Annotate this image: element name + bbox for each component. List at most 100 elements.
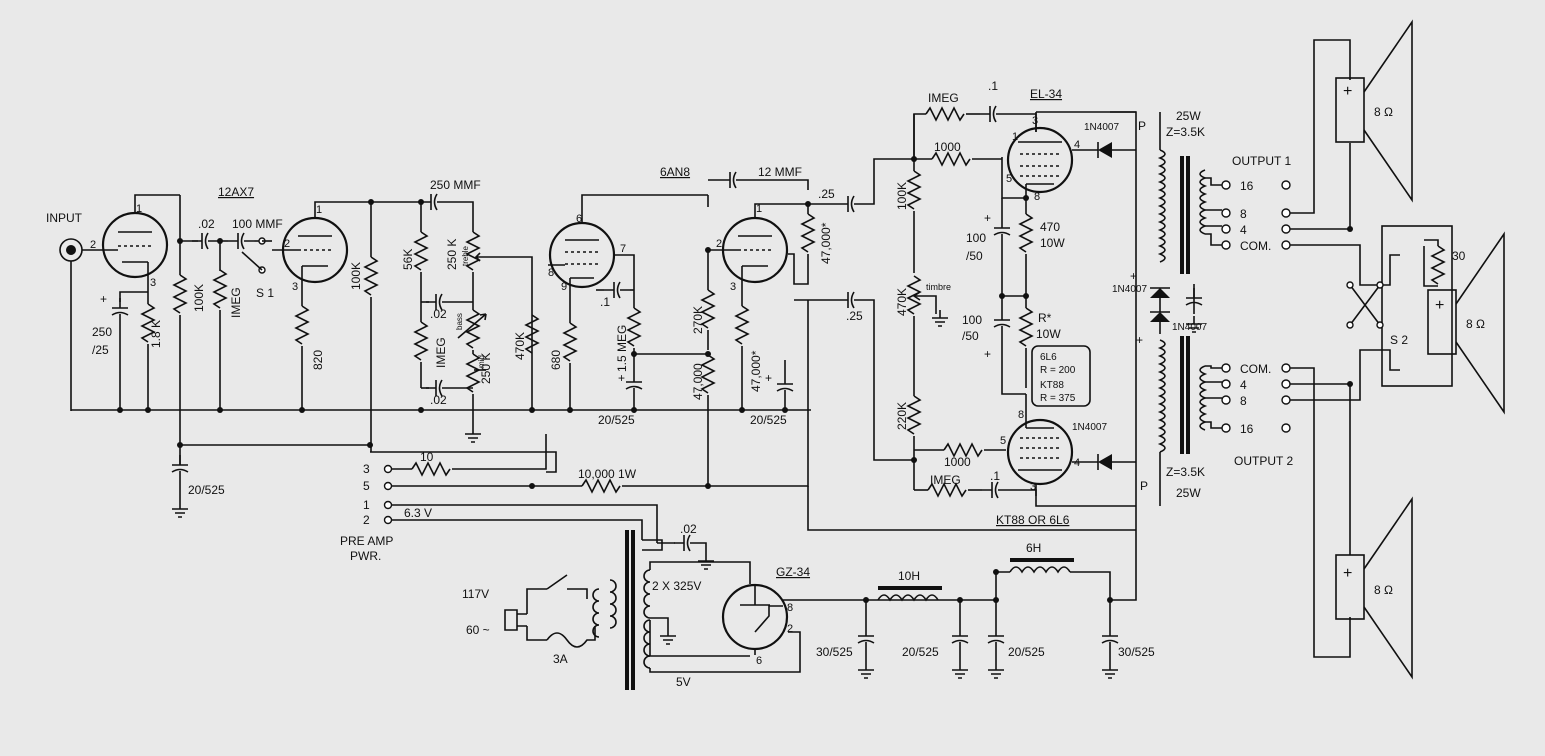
diode-top	[1097, 142, 1136, 158]
speaker-top: +	[1335, 19, 1413, 203]
choke-label: 6H	[1026, 541, 1041, 555]
resistor-label: 1.5 MEG	[615, 325, 629, 372]
svg-text:+: +	[1343, 83, 1352, 100]
resistor-label: 30	[1452, 249, 1466, 263]
cap-label: /50	[966, 249, 983, 263]
switch-s1[interactable]	[241, 237, 272, 274]
resistor-label: 470	[1040, 220, 1060, 234]
diode-stack	[1150, 287, 1170, 334]
pin-label: 8	[548, 267, 554, 279]
tap-label: COM.	[1240, 239, 1271, 253]
bass-pot[interactable]	[457, 304, 487, 354]
tube-label-v2: 6AN8	[660, 165, 690, 179]
hv-label: 2 X 325V	[652, 579, 701, 593]
switch-s2[interactable]	[1346, 225, 1453, 387]
speaker-attenuator-pot[interactable]	[1423, 239, 1445, 287]
pin-label: 8	[1018, 409, 1024, 421]
output-transformer-2	[1157, 336, 1208, 454]
resistor-label: 1.8 K	[149, 320, 163, 348]
treble-pot[interactable]	[466, 231, 488, 304]
terminal-label: 2	[363, 513, 370, 527]
tube-v2	[548, 194, 708, 323]
pin-label: 1	[1012, 131, 1018, 143]
cap-label: .25	[846, 309, 863, 323]
mains-voltage-label: 117V	[462, 587, 489, 601]
resistor-label: IMEG	[930, 473, 961, 487]
cap-label: /25	[92, 343, 109, 357]
cathode-bypass-cap-v1: +	[100, 291, 148, 410]
resistor-label: 100K	[192, 284, 206, 312]
tap-label: COM.	[1240, 362, 1271, 376]
pin-label: 1	[136, 203, 142, 215]
pin-label: 2	[284, 238, 290, 250]
resistor-label: 56K	[401, 249, 415, 270]
output-label: OUTPUT 2	[1234, 454, 1293, 468]
cap-label: .02	[198, 217, 215, 231]
ot-power-label: 25W	[1176, 109, 1201, 123]
output-1-taps[interactable]	[1221, 180, 1291, 250]
cathode-resistor-v1b	[295, 305, 309, 410]
svg-text:+: +	[100, 292, 107, 306]
tap-label: 4	[1240, 223, 1247, 237]
pin-label: 2	[787, 623, 793, 635]
pin-label: 7	[620, 243, 626, 255]
output-label: OUTPUT 1	[1232, 154, 1291, 168]
resistor-label: 10,000 1W	[578, 467, 637, 481]
tap-label: 16	[1240, 422, 1254, 436]
pin-label: 5	[1000, 435, 1006, 447]
pin-label: 3	[292, 281, 298, 293]
resistor-label: 47,000	[691, 363, 705, 400]
pin-label: 3	[730, 281, 736, 293]
resistor-label: IMEG	[229, 287, 243, 318]
svg-text:+: +	[1130, 269, 1137, 283]
resistor-100k-splitter	[907, 159, 921, 273]
terminal-label: 3	[363, 462, 370, 476]
resistor-label: 270K	[691, 306, 705, 334]
timbre-pot[interactable]	[907, 275, 949, 327]
pin-label: 6	[756, 655, 762, 667]
input-jack[interactable]	[59, 238, 100, 411]
cap-label: 20/525	[188, 483, 225, 497]
resistor-label: IMEG	[434, 337, 448, 368]
resistor-220k-splitter	[907, 316, 921, 490]
resistor-label: 10	[420, 450, 434, 464]
tone-resistor-1meg	[414, 302, 428, 388]
cap-label: 100	[962, 313, 982, 327]
terminal-label: 5	[363, 479, 370, 493]
pin-label: 1	[316, 204, 322, 216]
preamp-label: PWR.	[350, 549, 381, 563]
resistor-270k	[701, 250, 715, 350]
preamp-terminal-block[interactable]	[383, 464, 393, 525]
resistor-label: R*	[1038, 311, 1052, 325]
preamp-label: PRE AMP	[340, 534, 393, 548]
primary-label: P	[1138, 119, 1146, 133]
cap-label: 100 MMF	[232, 217, 283, 231]
diode-label: 1N4007	[1112, 284, 1147, 295]
pin-label: 3	[150, 277, 156, 289]
fuse-label: 3A	[553, 652, 568, 666]
resistor-label: 250 K	[479, 353, 493, 384]
cap-label: 100	[966, 231, 986, 245]
speaker-impedance-label: 8 Ω	[1374, 583, 1393, 597]
primary-label: P	[1140, 479, 1148, 493]
cap-label: 20/525	[598, 413, 635, 427]
mains-plug[interactable]	[504, 588, 547, 641]
grid-resistor-v2	[213, 241, 227, 410]
diode-label: 1N4007	[1084, 122, 1119, 133]
pin-label: 8	[1034, 191, 1040, 203]
terminal-label: 1	[363, 498, 370, 512]
pin-label: 3	[1032, 115, 1038, 127]
table-text: 6L6	[1040, 352, 1057, 363]
output-transformer-1	[1157, 149, 1208, 274]
choke-6h	[1009, 558, 1074, 574]
resistor-label: 10W	[1040, 236, 1065, 250]
fil-label: 5V	[676, 675, 691, 689]
resistor-label: 250 K	[445, 239, 459, 270]
choke-10h	[877, 586, 942, 602]
table-text: R = 375	[1040, 393, 1076, 404]
rectifier-tube	[721, 583, 789, 655]
speaker-impedance-label: 8 Ω	[1374, 105, 1393, 119]
output-2-taps[interactable]	[1221, 363, 1291, 433]
resistor-label: IMEG	[928, 91, 959, 105]
tube-label-rect: GZ-34	[776, 565, 810, 579]
